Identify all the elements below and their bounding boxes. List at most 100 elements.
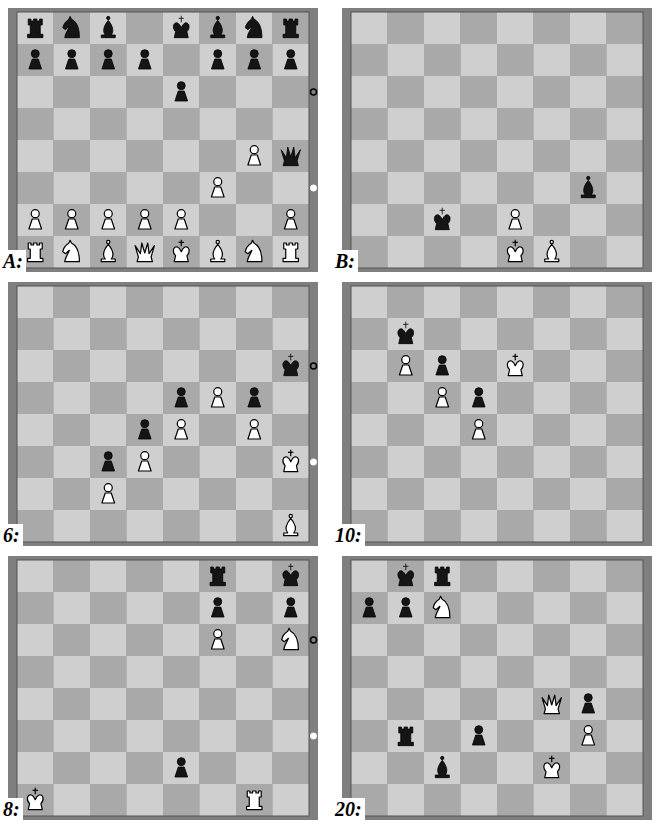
board-square xyxy=(388,510,425,542)
board-square xyxy=(17,446,54,478)
board-square xyxy=(497,720,534,752)
board-square xyxy=(424,286,461,318)
board-square xyxy=(273,478,310,510)
white-piece xyxy=(283,450,299,472)
board-square xyxy=(163,382,200,414)
piece-shape xyxy=(104,452,112,460)
piece-shape xyxy=(104,50,112,58)
board-square xyxy=(461,592,498,624)
board-square xyxy=(163,510,200,542)
board-square xyxy=(351,624,388,656)
piece-shape xyxy=(283,19,298,38)
board-square xyxy=(200,446,237,478)
piece-shape xyxy=(63,16,80,37)
white-piece xyxy=(63,240,80,261)
board-square xyxy=(273,784,310,816)
piece-shape xyxy=(250,388,258,396)
piece-shape xyxy=(509,219,522,229)
white-piece xyxy=(544,756,560,778)
board-square xyxy=(497,318,534,350)
piece-shape xyxy=(27,795,43,810)
board-square xyxy=(273,286,310,318)
board-square xyxy=(607,108,644,140)
piece-shape xyxy=(141,210,149,218)
board-square xyxy=(200,236,237,268)
piece-shape xyxy=(250,146,258,154)
board-square xyxy=(200,318,237,350)
board-square xyxy=(273,318,310,350)
board-square xyxy=(570,656,607,688)
piece-shape xyxy=(177,420,185,428)
white-to-move-mark xyxy=(310,733,316,739)
board-square xyxy=(17,560,54,592)
piece-shape xyxy=(104,210,112,218)
black-piece xyxy=(398,727,413,746)
board-square xyxy=(607,446,644,478)
board-square xyxy=(273,76,310,108)
board-edge xyxy=(351,560,643,816)
board-square xyxy=(351,108,388,140)
board-square xyxy=(534,510,571,542)
board-square xyxy=(424,478,461,510)
white-piece xyxy=(135,243,154,262)
piece-shape xyxy=(141,452,149,460)
piece-shape xyxy=(545,244,559,261)
board-square xyxy=(388,44,425,76)
board-square xyxy=(461,108,498,140)
board-square xyxy=(200,140,237,172)
board-square xyxy=(534,656,571,688)
board-square xyxy=(497,560,534,592)
board-square xyxy=(163,44,200,76)
board-square xyxy=(461,350,498,382)
board-square xyxy=(127,44,164,76)
board-square xyxy=(236,560,273,592)
piece-shape xyxy=(282,628,299,649)
board-square xyxy=(273,624,310,656)
piece-shape xyxy=(107,16,110,19)
white-piece xyxy=(436,388,449,407)
board-square xyxy=(54,12,91,44)
board-square xyxy=(17,44,54,76)
board-square xyxy=(236,318,273,350)
board-square xyxy=(236,172,273,204)
board-square xyxy=(90,414,127,446)
board-square xyxy=(54,236,91,268)
chess-board xyxy=(8,282,318,546)
board-square xyxy=(424,236,461,268)
board-square xyxy=(424,624,461,656)
piece-shape xyxy=(582,703,595,713)
piece-shape xyxy=(216,16,219,19)
board-square xyxy=(461,446,498,478)
board-square xyxy=(200,108,237,140)
board-square xyxy=(461,656,498,688)
piece-shape xyxy=(68,50,76,58)
board-square xyxy=(273,688,310,720)
piece-shape xyxy=(102,59,115,69)
board-square xyxy=(236,204,273,236)
board-square xyxy=(497,172,534,204)
black-piece xyxy=(101,16,115,37)
board-square xyxy=(163,108,200,140)
board-square xyxy=(534,752,571,784)
piece-shape xyxy=(542,695,561,714)
board-square xyxy=(388,720,425,752)
piece-shape xyxy=(177,210,185,218)
board-frame xyxy=(342,8,652,272)
board-edge xyxy=(17,286,309,542)
white-piece xyxy=(29,210,42,229)
board-square xyxy=(351,752,388,784)
board-square xyxy=(273,414,310,446)
white-piece xyxy=(433,596,450,617)
board-square xyxy=(127,560,164,592)
board-square xyxy=(163,784,200,816)
board-square xyxy=(570,76,607,108)
board-square xyxy=(570,382,607,414)
board-square xyxy=(570,286,607,318)
board-square xyxy=(273,140,310,172)
board-square xyxy=(90,478,127,510)
board-square xyxy=(90,688,127,720)
board-square xyxy=(54,478,91,510)
board-square xyxy=(534,76,571,108)
piece-shape xyxy=(214,388,222,396)
